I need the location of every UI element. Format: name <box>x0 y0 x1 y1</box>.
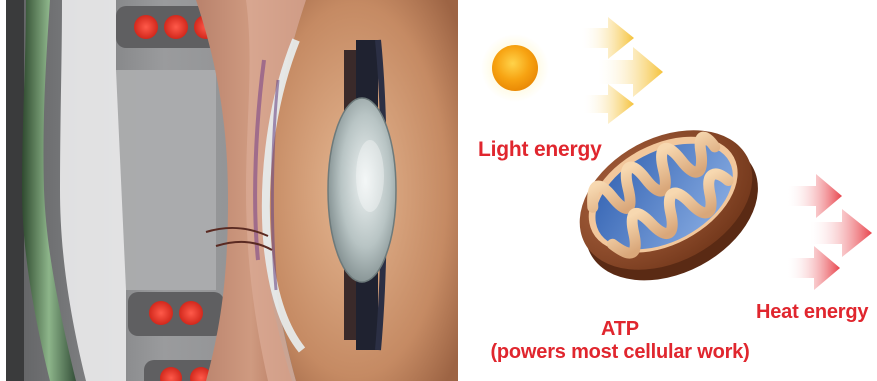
atp-title: ATP <box>458 318 782 341</box>
light-arrow-icon <box>598 47 663 97</box>
energy-conversion-diagram: Light energy Heat energy ATP (powers mos… <box>458 0 877 381</box>
atp-note: (powers most cellular work) <box>458 341 782 364</box>
sun-icon <box>492 45 538 91</box>
heat-arrow-icon <box>788 174 842 218</box>
eye-cross-section-art <box>6 0 458 381</box>
light-energy-label: Light energy <box>478 138 602 162</box>
mitochondrion-icon <box>556 102 782 308</box>
eye-lens-illustration <box>6 0 458 381</box>
light-arrow-icon <box>582 17 634 59</box>
atp-label: ATP (powers most cellular work) <box>458 318 782 364</box>
light-arrow-icon <box>584 84 634 124</box>
heat-arrows <box>788 174 872 290</box>
light-arrows <box>582 17 663 124</box>
heat-arrow-icon <box>788 246 840 290</box>
heat-arrow-icon <box>810 209 872 257</box>
